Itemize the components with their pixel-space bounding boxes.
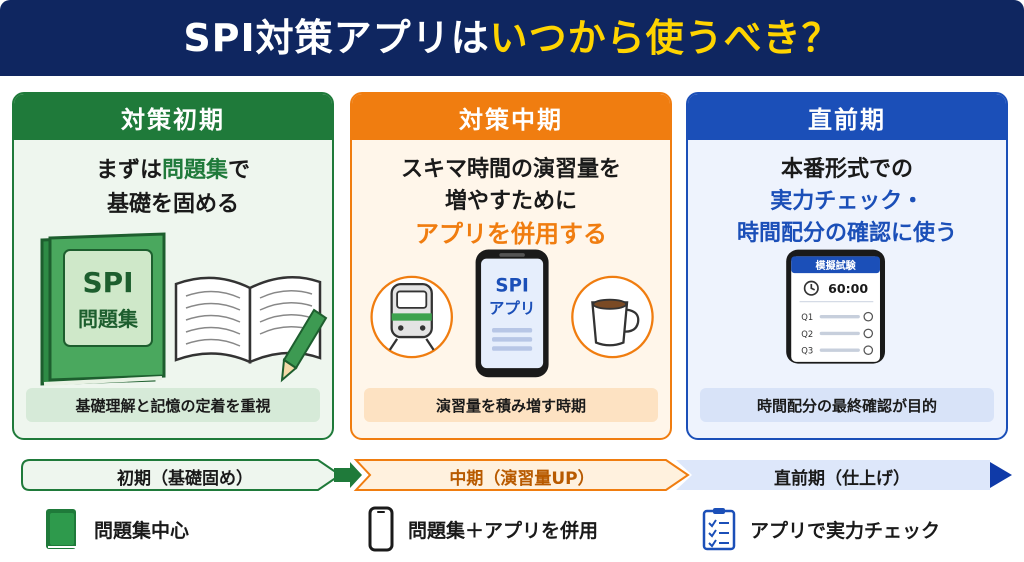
- card-middle-stage: 対策中期 スキマ時間の演習量を 増やすために アプリを併用する SPI アプリ: [350, 92, 672, 440]
- timeline-arrow-final: [676, 460, 990, 490]
- bottom-item-early: 問題集中心: [44, 504, 189, 554]
- card-early-highlight: 問題集: [161, 158, 228, 183]
- timeline-label-final: 直前期（仕上げ）: [774, 468, 910, 489]
- radio-circle-q3: [863, 345, 874, 355]
- book-title-problems: 問題集: [78, 307, 139, 331]
- card-early-footer: 基礎理解と記憶の定着を重視: [26, 388, 320, 422]
- card-final-highlight2: 時間配分の確認に使う: [736, 221, 957, 246]
- book-icon: [46, 509, 76, 549]
- card-middle-description: スキマ時間の演習量を 増やすために アプリを併用する: [352, 154, 670, 250]
- mock-exam-header: 模擬試験: [816, 259, 857, 272]
- open-book-icon: [174, 276, 322, 364]
- timeline-arrow-head: [990, 462, 1012, 488]
- card-middle-line1: スキマ時間の演習量を: [400, 157, 621, 182]
- card-final-footer: 時間配分の最終確認が目的: [700, 388, 994, 422]
- card-early-illustration: SPI 問題集: [40, 232, 328, 386]
- card-early-heading: 対策初期: [14, 94, 332, 140]
- radio-circle-q1: [863, 311, 874, 322]
- bottom-text-middle: 問題集＋アプリを併用: [408, 519, 599, 542]
- page-header: SPI対策アプリはいつから使うべき？: [0, 0, 1024, 76]
- card-middle-illustration: SPI アプリ: [370, 249, 654, 378]
- bottom-item-middle: 問題集＋アプリを併用: [368, 504, 598, 554]
- page-title: SPI対策アプリはいつから使うべき？: [183, 19, 840, 57]
- book-icon: SPI 問題集: [40, 232, 166, 386]
- timeline-arrows: [21, 459, 1012, 491]
- bottom-text-early: 問題集中心: [94, 519, 190, 542]
- pencil-icon: [280, 308, 328, 383]
- card-final-highlight1: 実力チェック・: [770, 189, 924, 214]
- coffee-cup-icon: [571, 275, 654, 359]
- bottom-text-final: アプリで実力チェック: [750, 519, 941, 542]
- card-middle-highlight: アプリを併用する: [415, 220, 607, 248]
- timeline-arrow-early: [21, 459, 342, 491]
- card-early-stage: 対策初期 まずは問題集で 基礎を固める SPI 問題集 基礎理解と記憶の定着を重…: [12, 92, 334, 440]
- train-icon: [370, 275, 454, 359]
- book-title-spi: SPI: [82, 266, 133, 299]
- timeline-connector-arrow: [334, 462, 362, 488]
- card-final-description: 本番形式での 実力チェック・ 時間配分の確認に使う: [688, 154, 1006, 250]
- radio-circle-q2: [863, 328, 874, 339]
- clock-icon: [803, 280, 819, 296]
- title-part-white: SPI対策アプリは: [183, 16, 490, 60]
- card-early-description: まずは問題集で 基礎を固める: [14, 154, 332, 222]
- card-middle-footer: 演習量を積み増す時期: [364, 388, 658, 422]
- bottom-item-final: アプリで実力チェック: [702, 504, 940, 554]
- question-label-3: Q3: [801, 346, 813, 356]
- timeline-arrow-middle: [353, 459, 690, 491]
- card-early-line2: 基礎を固める: [106, 192, 239, 217]
- card-final-line1: 本番形式での: [780, 157, 913, 182]
- timeline-label-early: 初期（基礎固め）: [117, 468, 253, 489]
- smartphone-icon: SPI アプリ: [475, 249, 549, 378]
- checklist-icon: [702, 508, 736, 551]
- title-part-yellow: いつから使うべき？: [489, 16, 841, 60]
- phone-text-spi: SPI: [495, 275, 528, 296]
- phone-text-app: アプリ: [489, 298, 536, 317]
- card-final-illustration: 模擬試験 60:00 Q1 Q2 Q3: [786, 249, 886, 364]
- card-early-line1: まずは問題集で: [95, 158, 251, 183]
- card-middle-line2: 増やすために: [444, 189, 577, 214]
- timer-display: 60:00: [828, 281, 868, 296]
- card-middle-heading: 対策中期: [352, 94, 670, 140]
- card-final-heading: 直前期: [688, 94, 1006, 140]
- timeline-label-middle: 中期（演習量UP）: [449, 468, 595, 489]
- card-final-stage: 直前期 本番形式での 実力チェック・ 時間配分の確認に使う 模擬試験 60:00…: [686, 92, 1008, 440]
- question-label-2: Q2: [801, 329, 813, 339]
- question-label-1: Q1: [801, 312, 813, 322]
- smartphone-icon: [368, 506, 394, 552]
